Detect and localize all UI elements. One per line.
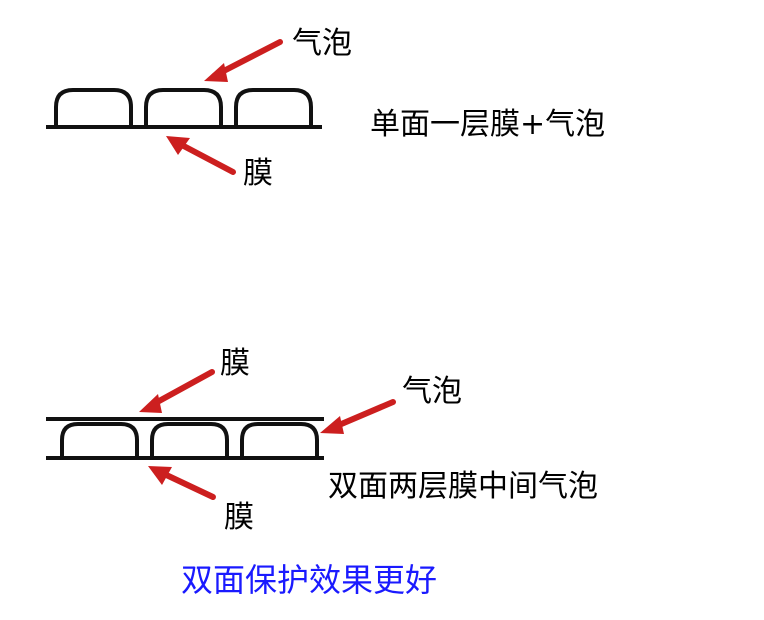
- top-bubble-label: 气泡: [292, 26, 352, 61]
- arrow-bubble-top-head: [204, 63, 228, 82]
- arrow-bubble-bottom-head: [320, 416, 344, 434]
- arrow-film-upper-head: [139, 394, 162, 413]
- top-bubble-1: [54, 88, 133, 127]
- bottom-bubble-3: [240, 422, 319, 458]
- summary-text: 双面保护效果更好: [181, 561, 438, 599]
- bottom-bubble-label: 气泡: [402, 374, 462, 409]
- bottom-bubble-1: [60, 422, 139, 458]
- arrow-film-top-head: [166, 136, 190, 155]
- single-layer-diagram: [46, 88, 322, 129]
- bottom-bubble-2: [150, 422, 229, 458]
- bottom-caption: 双面两层膜中间气泡: [328, 469, 598, 504]
- arrow-film-upper: [147, 369, 215, 409]
- arrow-film-lower-head: [148, 466, 172, 485]
- bottom-arrows: [139, 369, 396, 500]
- double-layer-diagram: [46, 417, 324, 460]
- arrow-film-top: [175, 140, 236, 175]
- top-bubble-2: [144, 88, 223, 127]
- top-caption: 单面一层膜+气泡: [370, 107, 606, 142]
- bottom-film-bottom-label: 膜: [224, 500, 254, 535]
- arrow-film-lower: [157, 469, 216, 500]
- arrow-bubble-bottom: [329, 399, 396, 431]
- bottom-film-top-label: 膜: [220, 346, 250, 381]
- top-film-label: 膜: [243, 156, 273, 191]
- top-arrows: [166, 39, 283, 175]
- top-bubble-3: [234, 88, 313, 127]
